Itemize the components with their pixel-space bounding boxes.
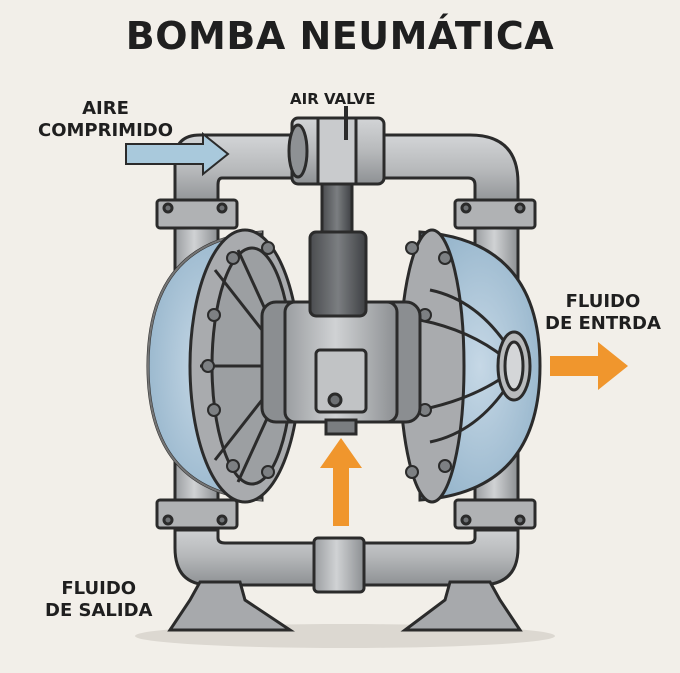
label-compressed-air-line1: AIRE <box>82 98 129 119</box>
air-inlet-arrow <box>125 131 230 177</box>
label-fluid-right-line1: FLUIDO <box>565 291 641 312</box>
air-valve <box>287 106 386 246</box>
fluid-inlet-arrow <box>320 438 362 526</box>
label-fluid-right: FLUIDO DE ENTRDA <box>545 291 661 335</box>
central-body <box>260 230 422 436</box>
label-fluid-bottom-line2: DE SALIDA <box>45 600 153 621</box>
right-diaphragm-chamber <box>398 228 542 504</box>
flanges <box>155 198 537 530</box>
label-fluid-bottom-line1: FLUIDO <box>61 578 137 599</box>
label-compressed-air-line2: COMPRIMIDO <box>38 120 174 141</box>
label-fluid-right-line2: DE ENTRDA <box>545 313 661 334</box>
fluid-outlet-arrow <box>550 342 628 390</box>
label-compressed-air: AIRE COMPRIMIDO <box>38 98 173 142</box>
label-air-valve: AIR VALVE <box>290 90 376 108</box>
pump-feet <box>167 580 523 632</box>
diagram-title: BOMBA NEUMÁTICA <box>125 14 555 58</box>
label-fluid-bottom: FLUIDO DE SALIDA <box>45 578 152 622</box>
fluid-manifold <box>173 523 520 594</box>
